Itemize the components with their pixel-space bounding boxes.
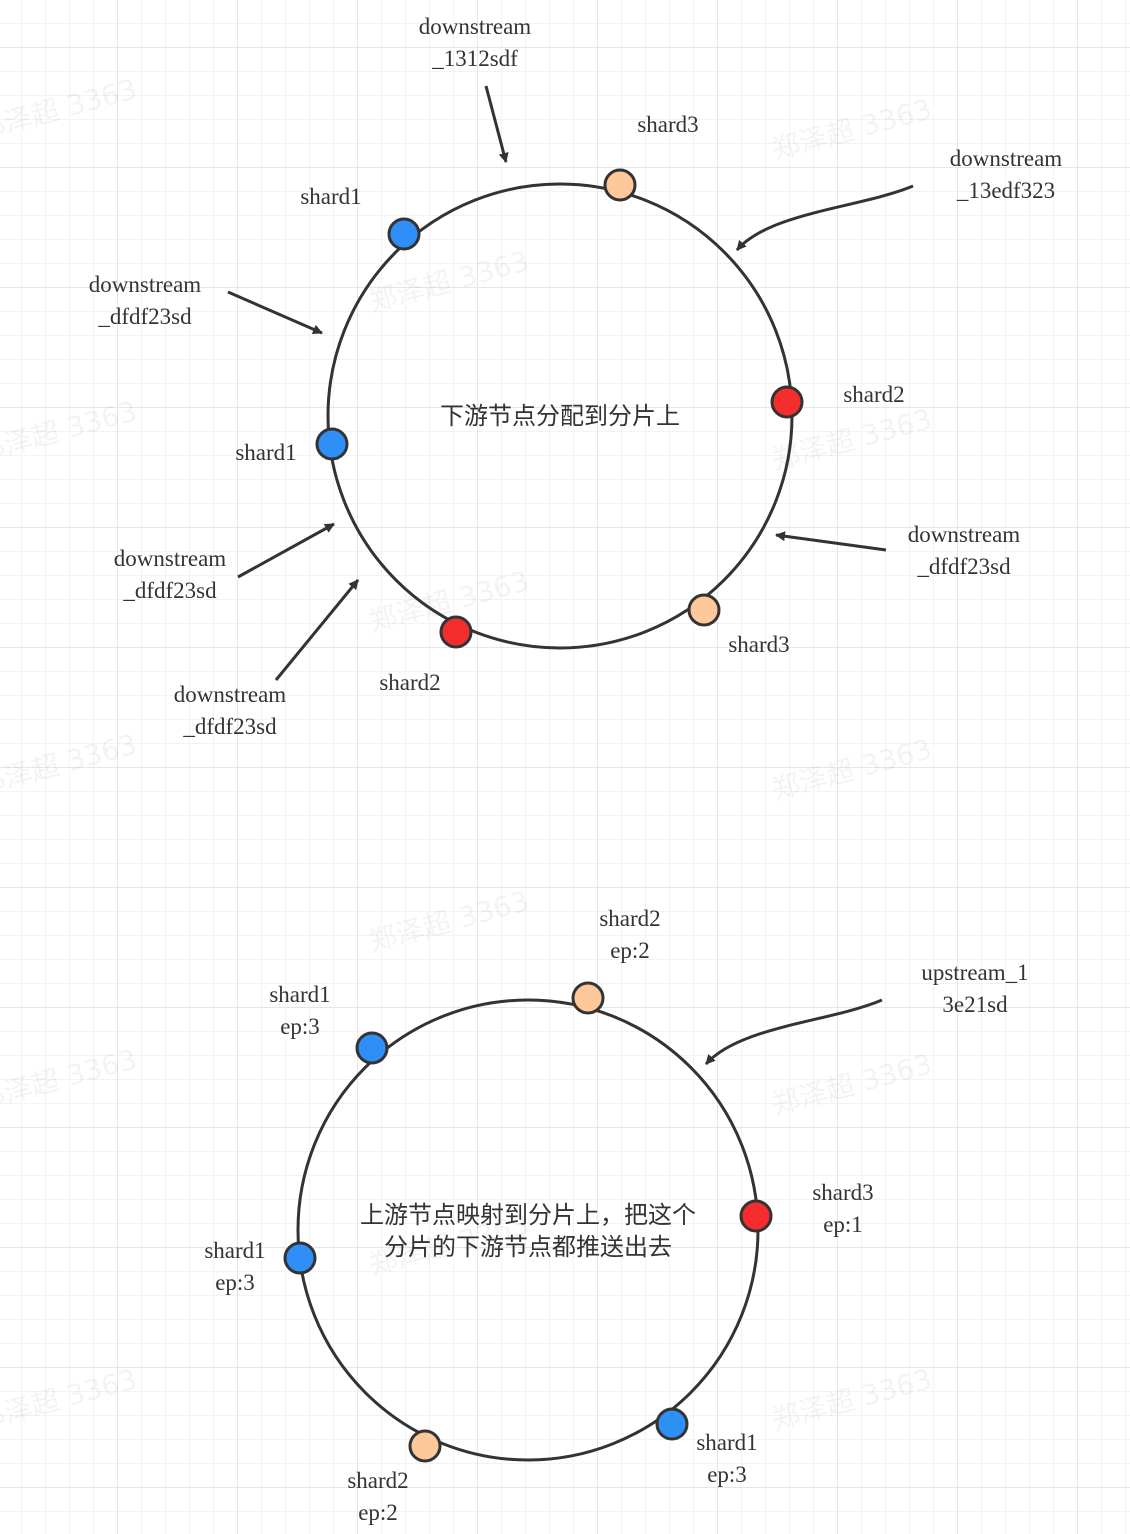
shard-label: shard2 bbox=[599, 906, 660, 931]
shard-node[interactable] bbox=[355, 1031, 389, 1065]
downstream-label-line: _dfdf23sd bbox=[122, 578, 217, 603]
shard-label: shard3 bbox=[812, 1180, 873, 1205]
downstream-label-line: _dfdf23sd bbox=[97, 304, 192, 329]
downstream-label-line: _1312sdf bbox=[431, 46, 518, 71]
arrow-upstream bbox=[704, 998, 883, 1066]
downstream-label-line: downstream bbox=[174, 682, 287, 707]
downstream-label: downstream _1312sdf bbox=[419, 14, 532, 71]
downstream-label: downstream _dfdf23sd bbox=[908, 522, 1021, 579]
downstream-label: downstream _dfdf23sd bbox=[114, 546, 227, 603]
arrow-downstream-13edf323 bbox=[735, 184, 914, 251]
bottom-ring-center-label-line2: 分片的下游节点都推送出去 bbox=[384, 1233, 672, 1261]
shard-label: shard2 bbox=[843, 382, 904, 407]
shard-node[interactable] bbox=[687, 593, 721, 627]
arrow-downstream-dfdf23sd-left bbox=[237, 522, 335, 579]
ep-label: ep:3 bbox=[707, 1462, 747, 1487]
top-ring-center-label: 下游节点分配到分片上 bbox=[440, 402, 680, 430]
watermark: 郑泽超 3363 bbox=[365, 244, 532, 318]
arrow-downstream-1312sdf bbox=[484, 85, 509, 163]
shard-label: shard1 bbox=[269, 982, 330, 1007]
downstream-label: downstream _13edf323 bbox=[950, 146, 1063, 203]
arrow-downstream-dfdf23sd-bottom bbox=[274, 579, 360, 681]
shard-node[interactable] bbox=[739, 1199, 773, 1233]
ep-label: ep:3 bbox=[215, 1270, 255, 1295]
shard-node[interactable] bbox=[408, 1429, 442, 1463]
watermark: 郑泽超 3363 bbox=[768, 1362, 935, 1436]
watermark: 郑泽超 3363 bbox=[768, 1047, 935, 1121]
watermark: 郑泽超 3363 bbox=[768, 92, 935, 166]
arrow-downstream-dfdf23sd-upper-left bbox=[227, 290, 323, 335]
downstream-label-line: downstream bbox=[950, 146, 1063, 171]
shard-node[interactable] bbox=[571, 981, 605, 1015]
watermark: 郑泽超 3363 bbox=[768, 732, 935, 806]
ep-label: ep:1 bbox=[823, 1212, 863, 1237]
shard-node[interactable] bbox=[439, 615, 473, 649]
shard-label: shard1 bbox=[696, 1430, 757, 1455]
watermark: 郑泽超 3363 bbox=[0, 72, 140, 146]
ep-label: ep:3 bbox=[280, 1014, 320, 1039]
downstream-label-line: _13edf323 bbox=[956, 178, 1055, 203]
top-ring-group: 下游节点分配到分片上 shard1 shard3 shard2 shard3 s… bbox=[89, 14, 1063, 739]
downstream-label-line: downstream bbox=[89, 272, 202, 297]
shard-node[interactable] bbox=[283, 1241, 317, 1275]
watermark: 郑泽超 3363 bbox=[0, 1362, 140, 1436]
downstream-label-line: downstream bbox=[419, 14, 532, 39]
upstream-label-line: 3e21sd bbox=[942, 992, 1008, 1017]
ep-label: ep:2 bbox=[358, 1500, 398, 1525]
watermark: 郑泽超 3363 bbox=[365, 884, 532, 958]
upstream-label-line: upstream_1 bbox=[921, 960, 1028, 985]
shard-label: shard2 bbox=[347, 1468, 408, 1493]
shard-node[interactable] bbox=[603, 168, 637, 202]
downstream-label-line: downstream bbox=[114, 546, 227, 571]
shard-label: shard1 bbox=[300, 184, 361, 209]
bottom-ring-center-label-line1: 上游节点映射到分片上，把这个 bbox=[360, 1201, 696, 1229]
watermark: 郑泽超 3363 bbox=[0, 1042, 140, 1116]
shard-label: shard1 bbox=[235, 440, 296, 465]
shard-node[interactable] bbox=[655, 1407, 689, 1441]
downstream-label: downstream _dfdf23sd bbox=[174, 682, 287, 739]
shard-label: shard3 bbox=[637, 112, 698, 137]
shard-label: shard3 bbox=[728, 632, 789, 657]
ep-label: ep:2 bbox=[610, 938, 650, 963]
shard-label: shard2 bbox=[379, 670, 440, 695]
arrow-downstream-dfdf23sd-right bbox=[775, 531, 887, 552]
downstream-label: downstream _dfdf23sd bbox=[89, 272, 202, 329]
watermark: 郑泽超 3363 bbox=[0, 394, 140, 468]
upstream-label: upstream_1 3e21sd bbox=[921, 960, 1028, 1017]
downstream-label-line: _dfdf23sd bbox=[916, 554, 1011, 579]
shard-node[interactable] bbox=[387, 217, 421, 251]
shard-label: shard1 bbox=[204, 1238, 265, 1263]
downstream-label-line: downstream bbox=[908, 522, 1021, 547]
bottom-ring-group: 上游节点映射到分片上，把这个 分片的下游节点都推送出去 shard1 ep:3 … bbox=[204, 906, 1028, 1525]
watermark: 郑泽超 3363 bbox=[0, 727, 140, 801]
shard-node[interactable] bbox=[315, 427, 349, 461]
downstream-label-line: _dfdf23sd bbox=[182, 714, 277, 739]
shard-node[interactable] bbox=[770, 385, 804, 419]
